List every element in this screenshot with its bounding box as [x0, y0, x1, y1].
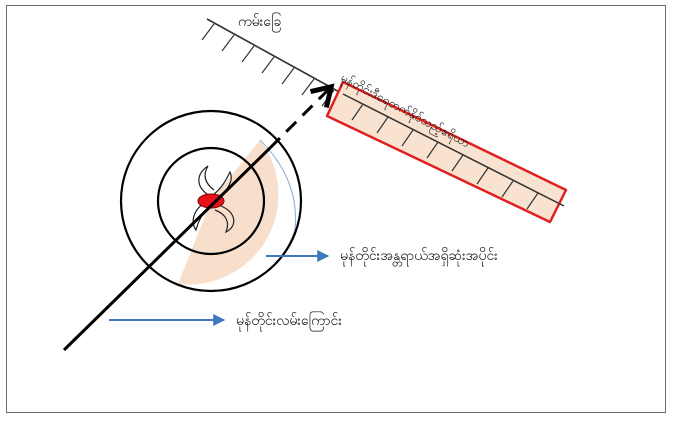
danger-sector [178, 140, 279, 285]
storm-track-forecast [268, 83, 335, 150]
storm-surge-zone [325, 80, 568, 224]
danger-area-label: မုန်တိုင်းအန္တရာယ်အရှိဆုံးအပိုင်း [340, 248, 498, 266]
coastline-label: ကမ်းခြေ [238, 13, 281, 32]
storm-track-label: မုန်တိုင်းလမ်းကြောင်း [236, 312, 342, 331]
storm-inner-ring [156, 146, 266, 256]
coastline [201, 18, 344, 107]
storm-track-line [62, 146, 272, 352]
storm-outer-ring [119, 109, 303, 293]
